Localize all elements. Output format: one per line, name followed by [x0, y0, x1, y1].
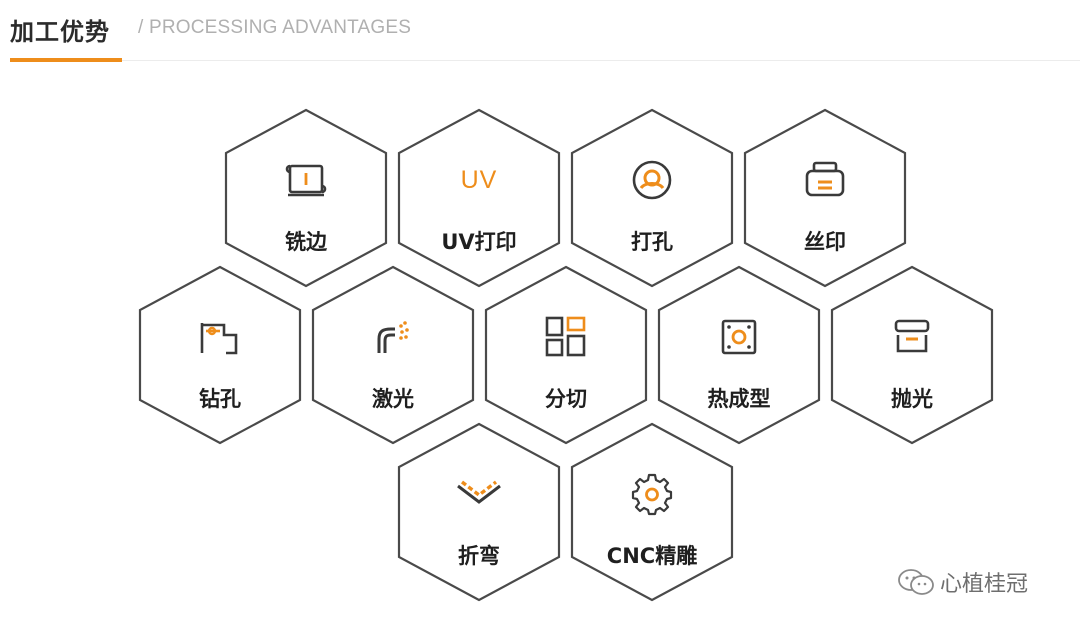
gear-icon	[622, 472, 682, 516]
feature-label: 铣边	[285, 230, 327, 254]
feature-hex-thermoforming[interactable]: 热成型	[657, 265, 821, 445]
hexagon-frame	[138, 265, 302, 445]
feature-label: 丝印	[804, 230, 846, 254]
feature-hex-laser[interactable]: 激光	[311, 265, 475, 445]
feature-hex-cnc-engraving[interactable]: CNC精雕	[570, 422, 734, 602]
feature-label: 钻孔	[199, 387, 241, 411]
punch-icon	[622, 158, 682, 202]
printer-icon	[795, 158, 855, 202]
hexagon-frame	[743, 108, 907, 288]
hexagon-frame	[657, 265, 821, 445]
hexagon-frame	[484, 265, 648, 445]
feature-label: UV打印	[441, 230, 517, 254]
watermark-text: 心植桂冠	[940, 572, 1029, 597]
feature-label: 分切	[545, 387, 587, 411]
feature-label: 激光	[372, 387, 414, 411]
uv-print-icon: UV	[449, 158, 509, 202]
laser-icon	[363, 315, 423, 359]
bending-icon	[449, 472, 509, 516]
feature-hex-cutting[interactable]: 分切	[484, 265, 648, 445]
page-subtitle: / PROCESSING ADVANTAGES	[138, 17, 412, 38]
hexagon-frame	[224, 108, 388, 288]
hexagon-frame	[397, 108, 561, 288]
polishing-icon	[882, 315, 942, 359]
feature-hex-polishing[interactable]: 抛光	[830, 265, 994, 445]
feature-label: 热成型	[707, 387, 771, 411]
header-divider	[122, 60, 1080, 61]
hexagon-frame	[830, 265, 994, 445]
thermoforming-icon	[709, 315, 769, 359]
hexagon-frame	[570, 422, 734, 602]
uv-icon-text: UV	[460, 165, 498, 194]
feature-label: 抛光	[891, 387, 933, 411]
feature-hex-uv-print[interactable]: UV UV打印	[397, 108, 561, 288]
cutting-grid-icon	[536, 315, 596, 359]
wechat-icon	[898, 569, 934, 595]
feature-hex-drill[interactable]: 钻孔	[138, 265, 302, 445]
title-accent-underline	[10, 58, 122, 62]
section-header: 加工优势 / PROCESSING ADVANTAGES	[0, 0, 1080, 62]
hexagon-frame	[397, 422, 561, 602]
feature-label: 打孔	[631, 230, 673, 254]
hexagon-frame	[311, 265, 475, 445]
feature-hex-bending[interactable]: 折弯	[397, 422, 561, 602]
feature-hex-milling[interactable]: 铣边	[224, 108, 388, 288]
feature-label: 折弯	[458, 544, 500, 568]
feature-hex-screen-print[interactable]: 丝印	[743, 108, 907, 288]
watermark: 心植桂冠	[896, 566, 1028, 598]
feature-label: CNC精雕	[606, 544, 698, 568]
drill-icon	[190, 315, 250, 359]
feature-hex-punch[interactable]: 打孔	[570, 108, 734, 288]
page-title: 加工优势	[10, 18, 110, 46]
milling-icon	[276, 158, 336, 202]
